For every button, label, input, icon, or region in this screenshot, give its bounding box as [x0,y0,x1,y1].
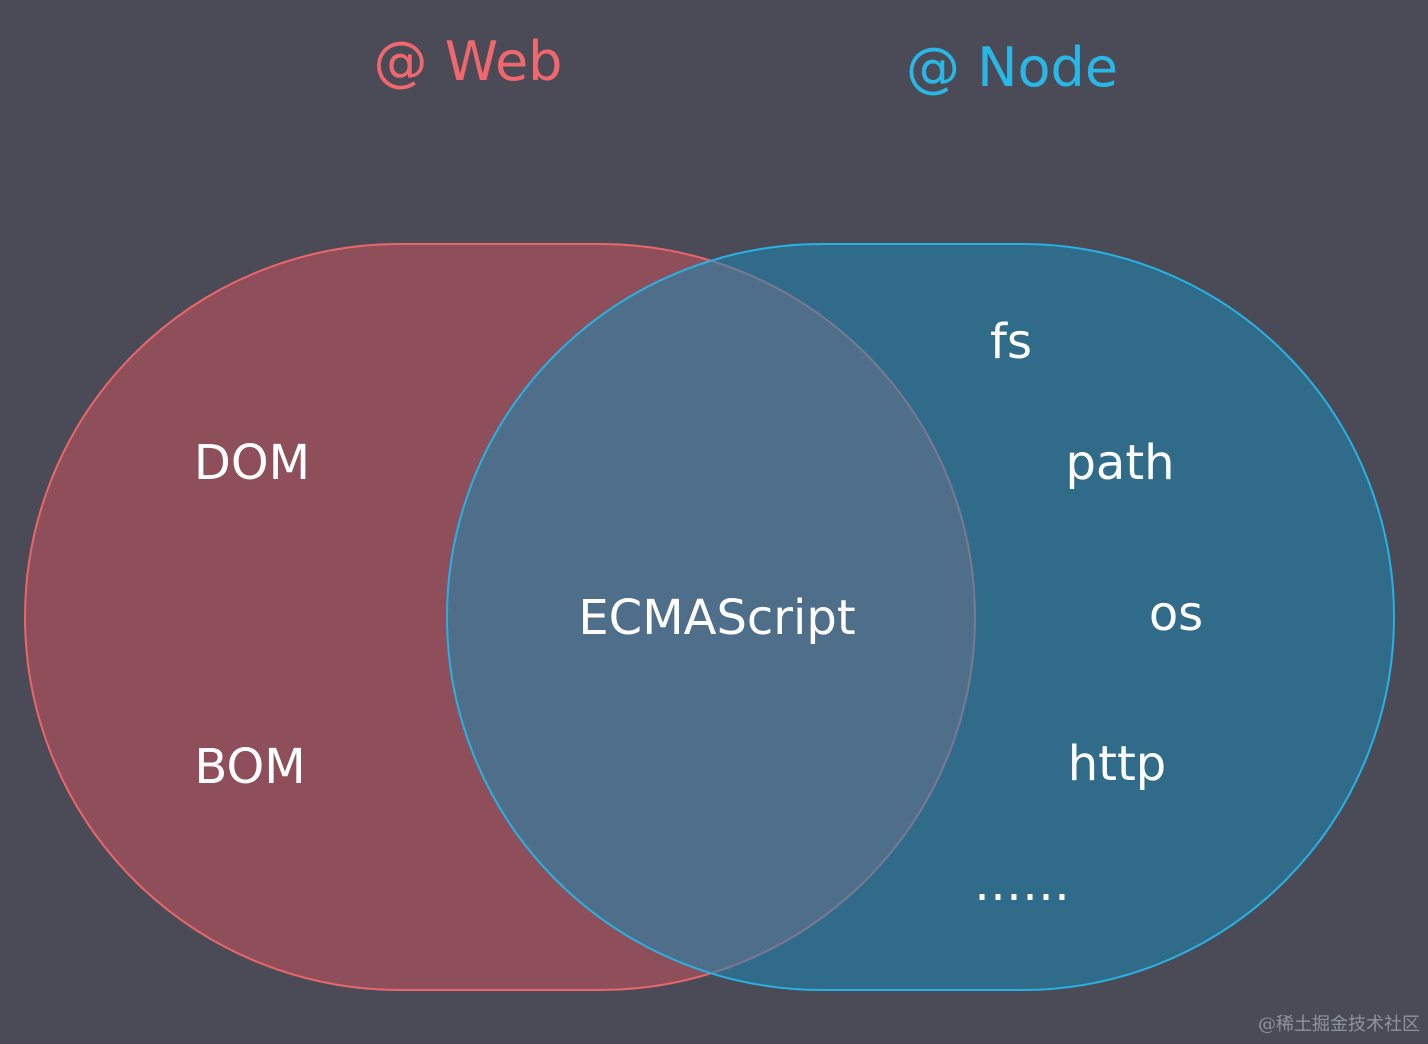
web-title: @ Web [374,30,563,93]
shared-item-ecmascript: ECMAScript [578,590,855,646]
node-item-more: …… [974,856,1070,912]
node-item-os: os [1149,586,1203,642]
node-set-shape [446,243,1395,991]
node-item-fs: fs [990,314,1032,370]
node-item-path: path [1065,435,1174,491]
web-item-dom: DOM [194,435,310,491]
node-item-http: http [1068,736,1167,792]
web-item-bom: BOM [194,739,305,795]
watermark: @稀土掘金技术社区 [1258,1014,1420,1035]
node-title: @ Node [906,36,1118,99]
